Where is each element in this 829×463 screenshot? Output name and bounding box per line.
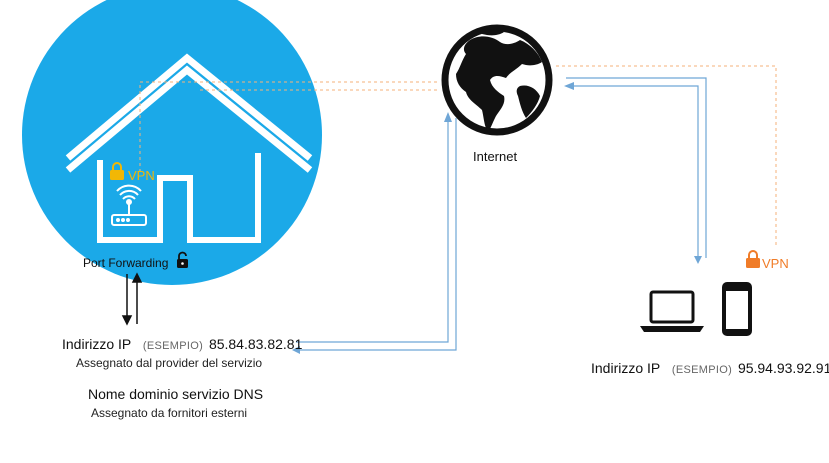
home-ip-note: Assegnato dal provider del servizio — [76, 356, 263, 370]
remote-ip-line: Indirizzo IP (ESEMPIO) 95.94.93.92.91 — [591, 360, 829, 376]
home-ip-value: 85.84.83.82.81 — [208, 336, 303, 352]
port-forwarding-arrows — [121, 272, 143, 326]
laptop-icon — [640, 290, 704, 332]
home-ip-tag: (ESEMPIO) — [142, 340, 204, 352]
arrow-head — [292, 346, 300, 354]
dns-title: Nome dominio servizio DNS — [88, 386, 264, 402]
vpn-tunnel-home-dashed — [139, 81, 440, 172]
internet-label: Internet — [473, 149, 518, 164]
vpn-tunnel-remote-dashed — [556, 65, 777, 248]
lock-icon — [746, 250, 760, 268]
home-ip-line: Indirizzo IP (ESEMPIO) 85.84.83.82.81 — [62, 336, 302, 352]
remote-ip-tag: (ESEMPIO) — [671, 364, 733, 376]
lock-icon — [110, 162, 124, 180]
port-forwarding-label: Port Forwarding — [83, 256, 169, 270]
remote-ip-value: 95.94.93.92.91 — [737, 360, 829, 376]
globe-icon — [441, 24, 553, 136]
router-icon — [111, 184, 147, 226]
home-vpn-label: VPN — [128, 168, 155, 183]
dns-note: Assegnato da fornitori esterni — [91, 406, 248, 420]
lock-icon — [177, 251, 188, 268]
link-internet-to-remote — [566, 77, 707, 258]
remote-vpn-label: VPN — [762, 256, 789, 271]
smartphone-icon — [722, 282, 752, 336]
arrow-head — [564, 82, 574, 90]
home-ip-label: Indirizzo IP — [62, 336, 131, 352]
link-internet-to-home — [296, 118, 457, 351]
arrow-head — [444, 112, 452, 122]
remote-ip-label: Indirizzo IP — [591, 360, 660, 376]
house-icon — [65, 53, 313, 243]
arrow-head — [694, 256, 702, 264]
